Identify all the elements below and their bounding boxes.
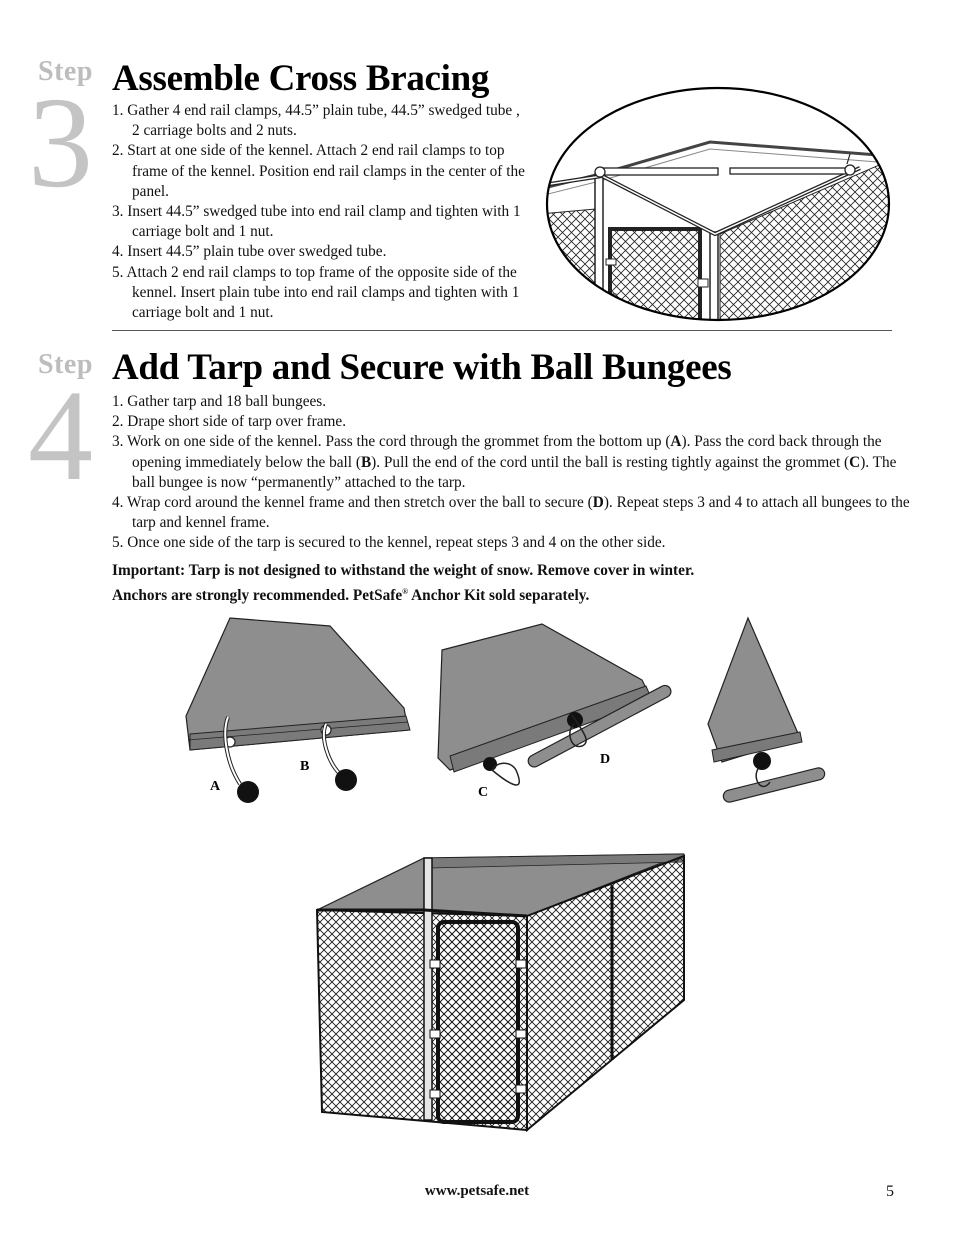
cross-bracing-illustration	[545, 86, 891, 322]
step-3-label: Step	[38, 56, 93, 87]
kennel-with-tarp-illustration	[315, 853, 685, 1133]
label-b: B	[300, 759, 309, 774]
step-4-item-4: 4. Wrap cord around the kennel frame and…	[112, 494, 910, 532]
step-4-item-2: 2. Drape short side of tarp over frame.	[112, 413, 347, 431]
step-3-instructions: 1. Gather 4 end rail clamps, 44.5” plain…	[112, 101, 530, 323]
bungee-figure-secured	[707, 616, 826, 803]
step-4-instructions: 1. Gather tarp and 18 ball bungees. 2. D…	[112, 392, 912, 554]
step-3-number: 3	[28, 71, 93, 215]
important-line-2b: Anchor Kit sold separately.	[408, 586, 590, 604]
step-3-item-3: 3. Insert 44.5” swedged tube into end ra…	[112, 203, 521, 241]
step-4-number: 4	[28, 364, 93, 508]
step-3-item-5: 5. Attach 2 end rail clamps to top frame…	[112, 263, 520, 322]
step-4-item-3: 3. Work on one side of the kennel. Pass …	[112, 433, 897, 491]
footer-url[interactable]: www.petsafe.net	[424, 1183, 530, 1199]
important-note: Important: Tarp is not designed to withs…	[112, 561, 902, 606]
important-line-1: Important: Tarp is not designed to withs…	[112, 562, 695, 579]
step-3-item-2: 2. Start at one side of the kennel. Atta…	[112, 142, 525, 200]
page-number: 5	[886, 1183, 894, 1200]
label-d: D	[600, 752, 610, 767]
label-a: A	[210, 779, 221, 794]
step-4-label: Step	[38, 349, 93, 380]
registered-mark: ®	[402, 586, 409, 596]
bungee-figure-a-b: A B	[185, 617, 411, 803]
step-3-item-4: 4. Insert 44.5” plain tube over swedged …	[112, 243, 387, 261]
important-line-2a: Anchors are strongly recommended. PetSaf…	[112, 586, 403, 604]
step-3-item-1: 1. Gather 4 end rail clamps, 44.5” plain…	[112, 102, 520, 140]
step-4-title: Add Tarp and Secure with Ball Bungees	[112, 347, 732, 388]
section-divider	[112, 330, 892, 331]
label-c: C	[478, 785, 488, 800]
step-4-item-1: 1. Gather tarp and 18 ball bungees.	[112, 393, 327, 410]
step-4-item-5: 5. Once one side of the tarp is secured …	[112, 534, 666, 552]
bungee-figure-c-d: C D	[437, 623, 672, 800]
step-3-title: Assemble Cross Bracing	[112, 58, 490, 99]
